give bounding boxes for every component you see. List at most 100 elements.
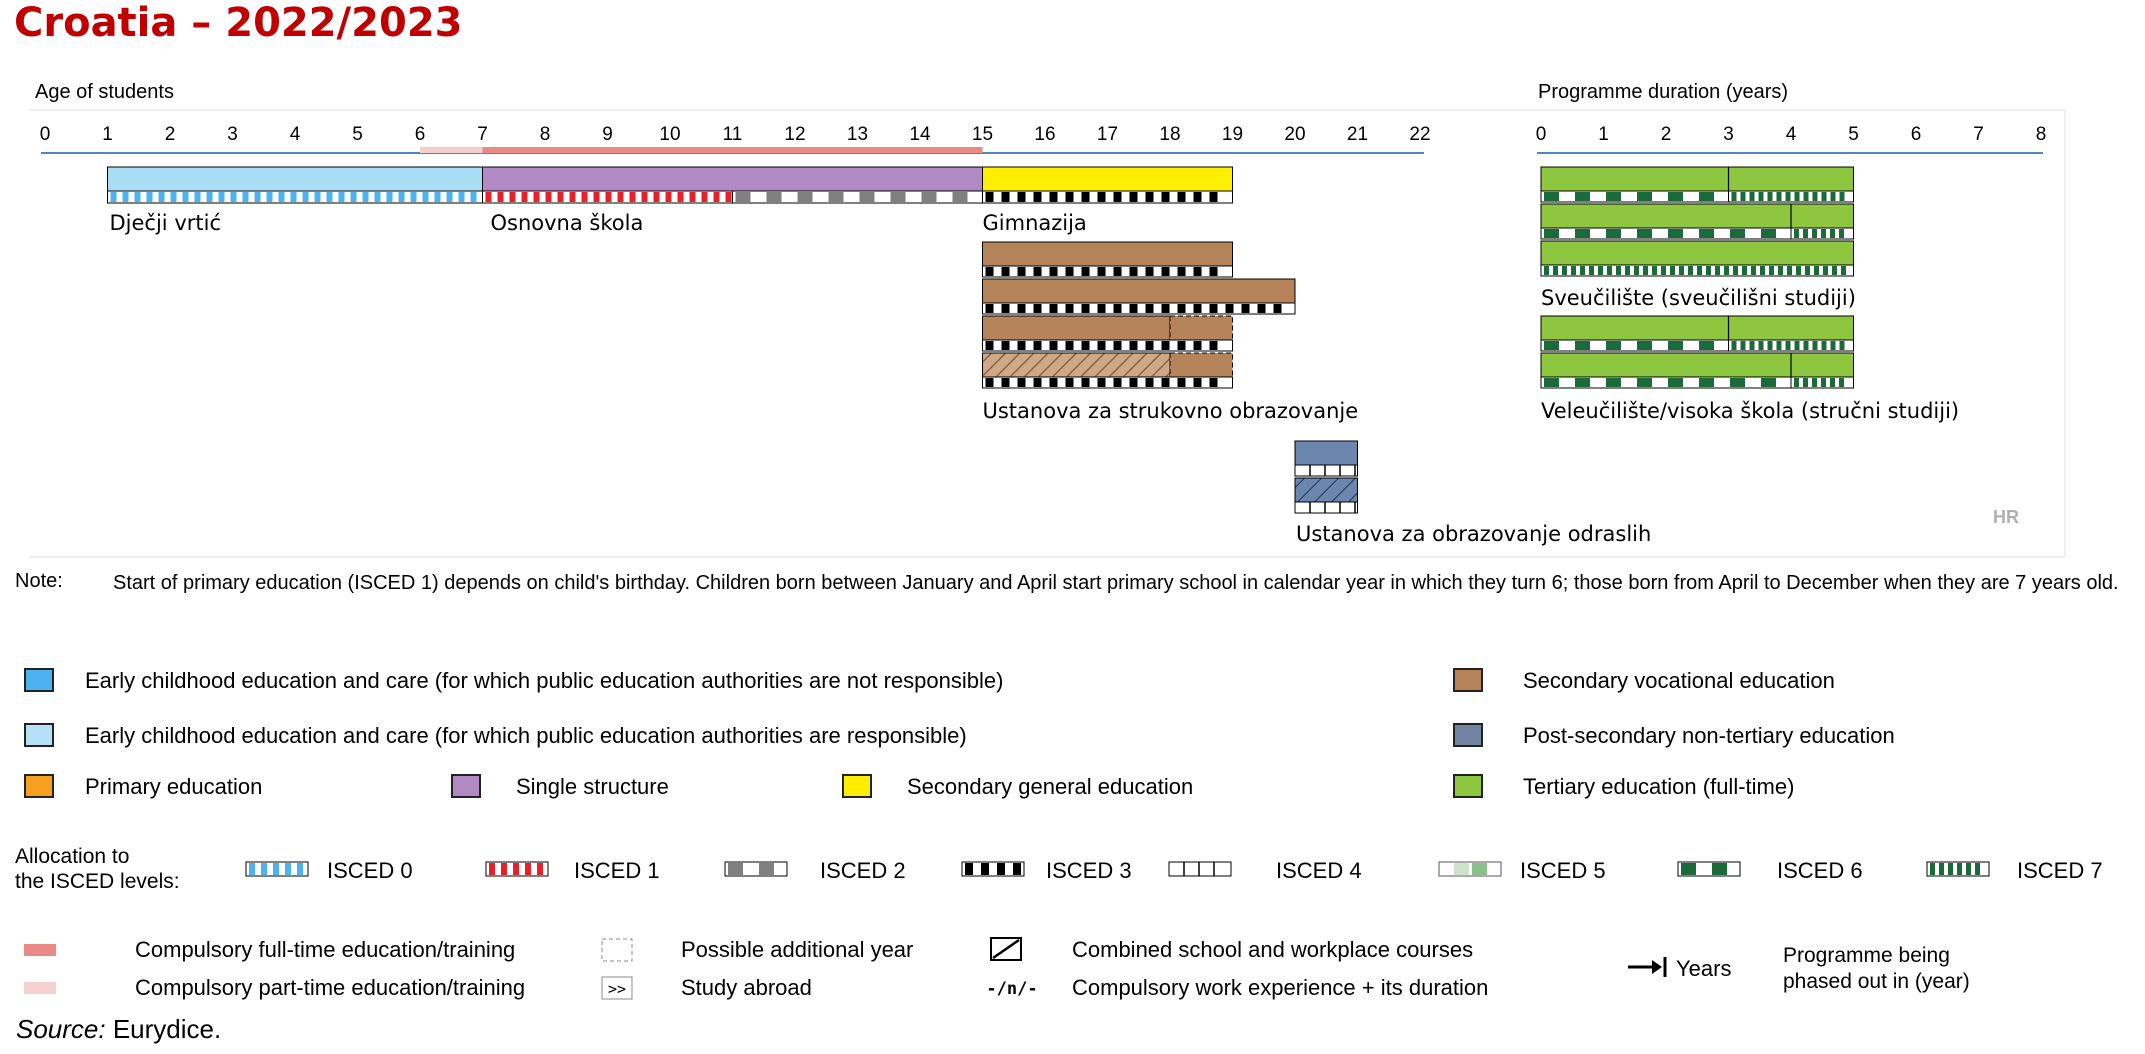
duration-tick-label: 5	[1848, 124, 1859, 145]
isced-block	[521, 192, 528, 202]
isced-block	[557, 192, 564, 202]
isced-block	[1571, 266, 1576, 275]
isced-block	[1758, 341, 1764, 350]
isced-block	[985, 192, 994, 202]
isced-block	[1209, 341, 1218, 350]
isced-block	[1681, 863, 1696, 875]
isced-block	[1668, 229, 1683, 238]
isced-block	[677, 192, 684, 202]
isced-block	[254, 192, 261, 202]
isced-block	[1821, 192, 1827, 201]
isced-block	[1161, 378, 1170, 387]
isced-block	[1760, 266, 1765, 275]
isced-block	[965, 863, 973, 875]
isced-block	[1730, 378, 1745, 387]
isced-block	[485, 192, 492, 202]
isced-block	[458, 192, 465, 202]
legend-swatch-ecec-responsible	[24, 723, 54, 747]
isced-block	[1065, 267, 1074, 276]
possible-year-label: Possible additional year	[681, 937, 914, 962]
isced-block	[1177, 267, 1186, 276]
isced-4-label: ISCED 4	[1276, 858, 1362, 883]
isced-block	[1606, 229, 1621, 238]
isced-block	[1606, 192, 1621, 201]
gimnazija-bar	[982, 166, 1233, 192]
legend-swatch-secondary-vocational	[1453, 668, 1483, 692]
isced-block	[1544, 341, 1559, 350]
osnovna-skola-bar	[482, 166, 983, 192]
isced-block	[593, 192, 600, 202]
age-tick-label: 9	[602, 124, 613, 145]
compulsory-part-label: Compulsory part-time education/training	[135, 975, 526, 1000]
isced-block	[1241, 304, 1250, 313]
isced-block	[1761, 378, 1776, 387]
isced-block	[501, 863, 507, 875]
isced-block	[1839, 378, 1844, 387]
vocational-additional-year	[1169, 315, 1233, 341]
isced-block	[1065, 192, 1074, 202]
isced-block	[1017, 341, 1026, 350]
isced-block	[1049, 304, 1058, 313]
isced-block	[569, 192, 576, 202]
isced-block	[1668, 341, 1683, 350]
isced-block	[1161, 341, 1170, 350]
isced-block	[194, 192, 201, 202]
isced-block	[1097, 304, 1106, 313]
programme-label: Ustanova za strukovno obrazovanje	[983, 399, 1359, 423]
isced-block	[1049, 341, 1058, 350]
age-tick-label: 13	[847, 124, 868, 145]
isced-block	[242, 192, 249, 202]
isced-block	[1575, 192, 1590, 201]
age-tick-label: 14	[909, 124, 931, 145]
veleuciliste-bar	[1540, 315, 1854, 341]
isced-block	[1699, 229, 1714, 238]
isced-block	[981, 863, 989, 875]
isced-block	[713, 192, 720, 202]
isced-block	[1544, 192, 1559, 201]
age-tick-label: 19	[1222, 124, 1243, 145]
isced-block	[1580, 266, 1585, 275]
isced-block	[1670, 266, 1675, 275]
isced-block	[1830, 192, 1836, 201]
age-tick-label: 12	[784, 124, 805, 145]
isced-6-label: ISCED 6	[1777, 858, 1863, 883]
isced-block	[1787, 266, 1792, 275]
isced-block	[338, 192, 345, 202]
isced-block	[1081, 267, 1090, 276]
study-abroad-swatch	[601, 976, 633, 1000]
age-tick-label: 11	[723, 124, 743, 145]
isced-block	[1097, 267, 1106, 276]
isced-block	[1209, 304, 1218, 313]
isced-block	[1161, 304, 1170, 313]
isced-block	[1575, 229, 1590, 238]
isced-block	[1776, 341, 1782, 350]
isced-5-block	[1454, 863, 1469, 875]
isced-block	[302, 192, 309, 202]
isced-block	[182, 192, 189, 202]
isced-block	[1712, 863, 1727, 875]
isced-block	[1145, 267, 1154, 276]
isced-block	[1017, 378, 1026, 387]
isced-block	[1803, 341, 1809, 350]
isced-block	[1637, 229, 1652, 238]
study-abroad-label: Study abroad	[681, 975, 812, 1000]
isced-block	[1731, 341, 1737, 350]
isced-block	[1742, 266, 1747, 275]
sveuciliste-bar	[1540, 240, 1854, 266]
isced-block	[1758, 192, 1764, 201]
age-tick-label: 6	[415, 124, 426, 145]
isced-block	[1177, 192, 1186, 202]
programme-bars	[107, 166, 1854, 514]
isced-block	[1129, 267, 1138, 276]
isced-block	[1697, 266, 1702, 275]
isced-block	[1643, 266, 1648, 275]
isced-block	[1821, 378, 1826, 387]
isced-block	[1013, 863, 1021, 875]
isced-block	[641, 192, 648, 202]
vocational-bar	[982, 278, 1296, 304]
isced-block	[1625, 266, 1630, 275]
age-tick-label: 16	[1034, 124, 1055, 145]
